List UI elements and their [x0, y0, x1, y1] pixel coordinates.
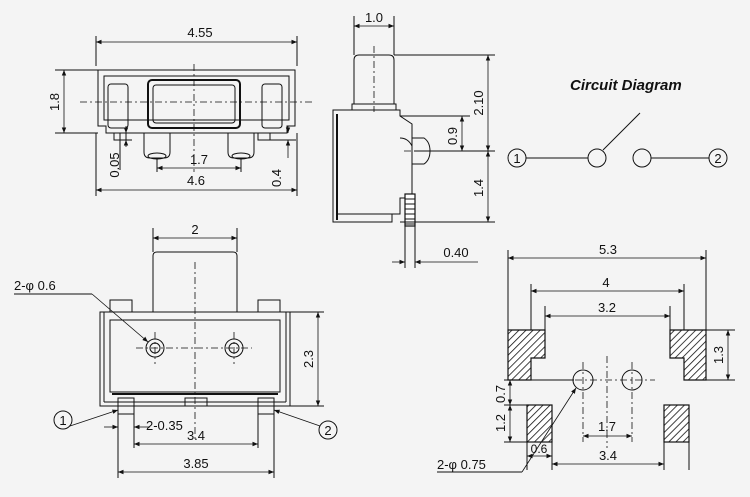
dim-side-terminal-width: 0.40: [443, 245, 468, 260]
circuit-title: Circuit Diagram: [570, 77, 682, 94]
dim-fp-small-pad-span: 3.4: [599, 448, 617, 463]
dim-front-actuator-width: 2: [191, 222, 198, 237]
top-body: [97, 69, 296, 134]
dim-fp-pad-height: 1.3: [711, 346, 726, 364]
front-terminal-2-label: 2: [324, 423, 331, 438]
side-body: [332, 109, 413, 223]
circuit-switch-lever: [602, 112, 641, 151]
dim-fp-overall: 5.3: [599, 242, 617, 257]
circuit-contact-left: [587, 148, 607, 168]
dim-top-pad-height: 0.4: [269, 169, 284, 187]
dim-fp-hole-offset: 0.7: [493, 385, 508, 403]
front-pad-right: [257, 397, 275, 415]
top-right-slot: [261, 83, 283, 129]
dim-top-pad-pitch: 1.7: [190, 152, 208, 167]
fp-pad-right: [669, 329, 707, 381]
front-view: 2 2-φ 0.6 2.3: [14, 222, 338, 478]
front-hole-label: 2-φ 0.6: [14, 278, 56, 293]
front-terminal-1-label: 1: [59, 413, 66, 428]
dim-top-width: 4.55: [187, 25, 212, 40]
top-left-slot: [107, 83, 129, 129]
circuit-terminal-2-label: 2: [714, 151, 721, 166]
circuit-diagram: Circuit Diagram 1 2: [507, 77, 728, 168]
fp-pad-left: [507, 329, 546, 381]
dim-fp-hole-pitch: 1.7: [598, 419, 616, 434]
dim-top-height: 1.8: [47, 93, 62, 111]
dim-side-body-height: 1.4: [471, 179, 486, 197]
dim-fp-inner-pitch: 3.2: [598, 300, 616, 315]
side-terminal: [404, 193, 416, 227]
dim-front-overall-width: 3.85: [183, 456, 208, 471]
dim-top-pad-gap: 0.05: [107, 152, 122, 177]
dim-front-pad-width: 2-0.35: [146, 418, 183, 433]
fp-small-pad-left: [526, 404, 553, 443]
top-view: 4.55 1.8 0.05 1.7: [47, 25, 312, 196]
circuit-terminal-1-label: 1: [513, 151, 520, 166]
dim-top-overall-width: 4.6: [187, 173, 205, 188]
dim-side-actuator-offset: 0.9: [445, 127, 460, 145]
circuit-contact-right: [632, 148, 652, 168]
dim-side-total-height: 2.10: [471, 90, 486, 115]
dim-front-height: 2.3: [301, 350, 316, 368]
side-actuator: [353, 54, 395, 104]
fp-hole-label: 2-φ 0.75: [437, 457, 486, 472]
pcb-footprint: 5.3 4 3.2 1.3 0.7: [437, 242, 735, 473]
circuit-terminal-2: [708, 148, 728, 168]
dim-side-actuator-width: 1.0: [365, 10, 383, 25]
side-view: 1.0 2.10 0.9 1.4: [332, 10, 495, 268]
front-pad-left: [117, 397, 135, 415]
fp-small-pad-right: [663, 404, 690, 443]
dim-front-pad-span: 3.4: [187, 428, 205, 443]
dim-fp-outer-pitch: 4: [602, 275, 609, 290]
front-actuator: [152, 251, 238, 312]
dim-fp-small-pad-height: 1.2: [493, 414, 508, 432]
